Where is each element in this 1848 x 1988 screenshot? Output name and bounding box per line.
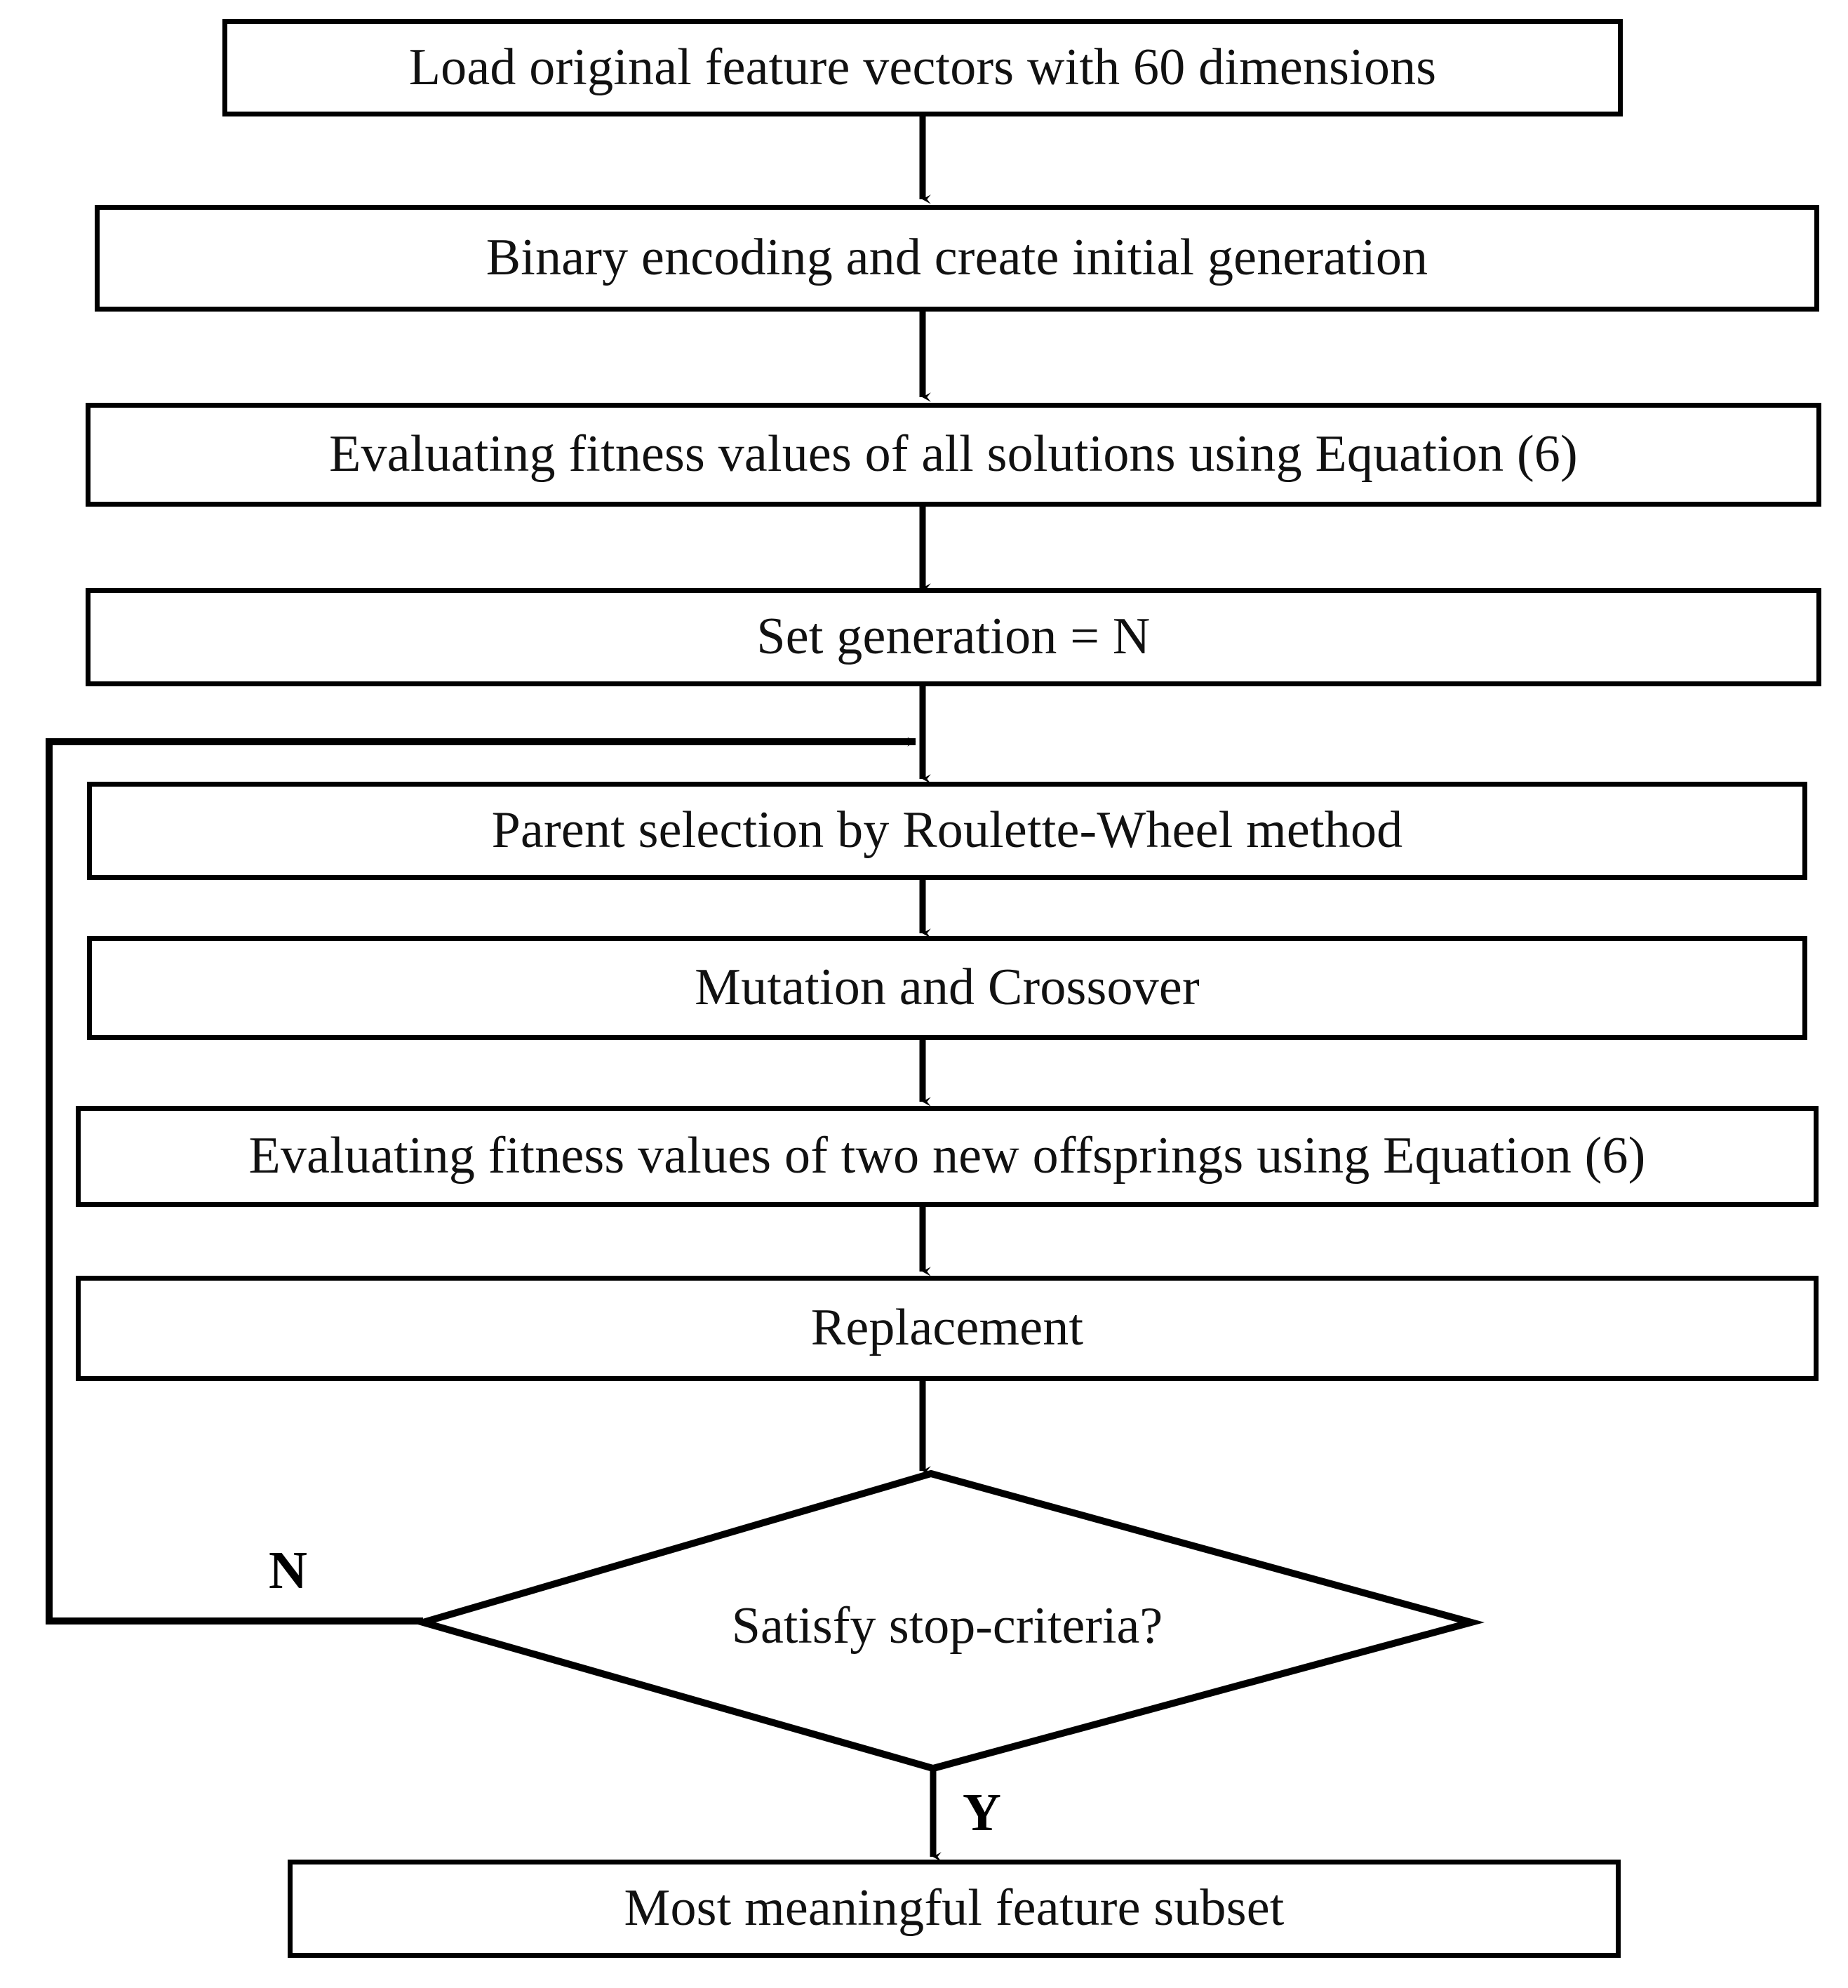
node-result: Most meaningful feature subset (288, 1860, 1621, 1958)
node-evaluate-offsprings-label: Evaluating fitness values of two new off… (248, 1127, 1646, 1185)
node-evaluate-all-solutions: Evaluating fitness values of all solutio… (86, 403, 1821, 507)
node-set-generation: Set generation = N (86, 588, 1821, 686)
branch-label-yes-text: Y (963, 1783, 1001, 1842)
node-binary-encoding-label: Binary encoding and create initial gener… (486, 229, 1428, 287)
node-decision-label: Satisfy stop-criteria? (731, 1597, 1163, 1655)
decision-diamond-shape (410, 1469, 1485, 1773)
node-result-label: Most meaningful feature subset (624, 1879, 1285, 1937)
branch-label-no: N (269, 1540, 307, 1601)
node-parent-selection-label: Parent selection by Roulette-Wheel metho… (491, 801, 1403, 860)
node-evaluate-all-solutions-label: Evaluating fitness values of all solutio… (329, 425, 1578, 483)
node-replacement-label: Replacement (810, 1299, 1084, 1357)
node-binary-encoding: Binary encoding and create initial gener… (95, 205, 1819, 312)
node-replacement: Replacement (76, 1276, 1819, 1381)
node-decision-label-wrap: Satisfy stop-criteria? (423, 1596, 1471, 1656)
node-set-generation-label: Set generation = N (756, 608, 1151, 666)
node-load-label: Load original feature vectors with 60 di… (408, 38, 1437, 96)
branch-label-yes: Y (963, 1782, 1001, 1843)
node-parent-selection: Parent selection by Roulette-Wheel metho… (87, 782, 1807, 880)
node-mutation-crossover: Mutation and Crossover (87, 936, 1807, 1040)
node-load: Load original feature vectors with 60 di… (222, 19, 1623, 116)
branch-label-no-text: N (269, 1541, 307, 1600)
edge-decision-no-loopback (46, 737, 916, 1625)
node-mutation-crossover-label: Mutation and Crossover (695, 959, 1200, 1017)
node-evaluate-offsprings: Evaluating fitness values of two new off… (76, 1106, 1819, 1207)
